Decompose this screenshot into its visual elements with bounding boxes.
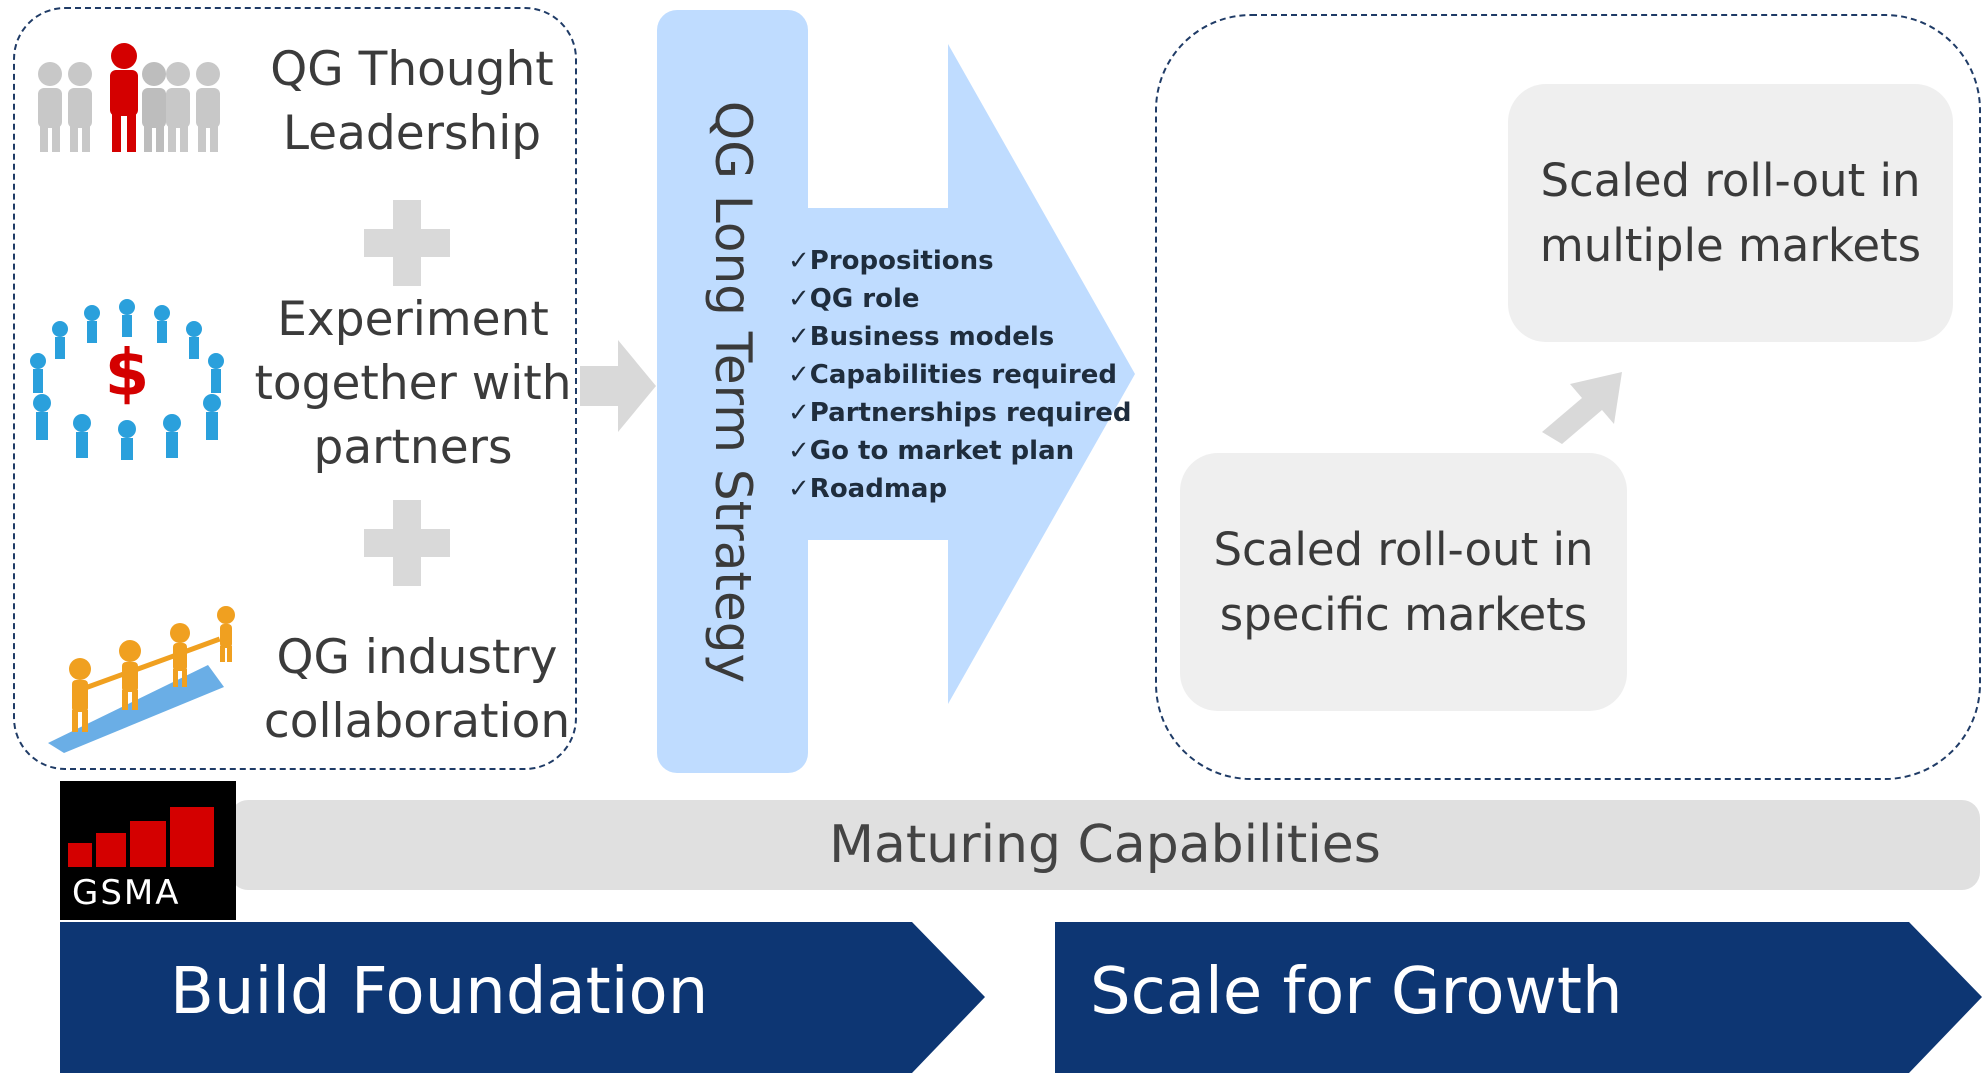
label-line: Leadership — [282, 106, 542, 161]
maturing-capabilities-label: Maturing Capabilities — [829, 815, 1381, 875]
leadership-people-icon — [38, 43, 220, 152]
scale-for-growth-arrow — [1055, 922, 1982, 1073]
checklist-item: ✓Capabilities required — [788, 356, 1132, 394]
checklist-item-label: Partnerships required — [809, 398, 1132, 428]
people-circle-dollar-icon: $ — [30, 299, 224, 460]
grey-arrow-right-icon — [580, 340, 656, 432]
check-icon: ✓ — [788, 360, 810, 390]
checklist-item-label: Business models — [809, 322, 1055, 352]
label-line: together with — [254, 356, 572, 411]
plus-icon — [364, 500, 450, 586]
specific-markets-box: Scaled roll-out in specific markets — [1180, 453, 1627, 711]
scale-for-growth-label: Scale for Growth — [1090, 955, 1623, 1029]
grey-arrow-up-right-icon — [1542, 372, 1622, 444]
checklist-item-label: QG role — [809, 284, 920, 314]
svg-text:GSMA: GSMA — [72, 873, 181, 913]
check-icon: ✓ — [788, 284, 810, 314]
scale-group — [1155, 14, 1981, 780]
check-icon: ✓ — [788, 322, 810, 352]
strategy-title: QG Long Term Strategy — [657, 10, 808, 773]
experiment-label: Experiment together with partners — [248, 288, 578, 480]
box-line: multiple markets — [1539, 219, 1922, 272]
check-icon: ✓ — [788, 246, 810, 276]
checklist-item: ✓Propositions — [788, 242, 1132, 280]
industry-collaboration-label: QG industry collaboration — [262, 626, 572, 754]
label-line: QG Thought — [270, 42, 554, 97]
checklist-item: ✓Go to market plan — [788, 432, 1132, 470]
label-line: collaboration — [263, 694, 571, 749]
check-icon: ✓ — [788, 474, 810, 504]
check-icon: ✓ — [788, 436, 810, 466]
checklist-item: ✓QG role — [788, 280, 1132, 318]
gsma-logo: GSMA — [60, 781, 236, 920]
plus-icon — [364, 200, 450, 286]
box-line: Scaled roll-out in — [1213, 523, 1594, 576]
label-line: QG industry — [276, 630, 558, 685]
gsma-logo-mark: GSMA — [68, 807, 214, 913]
strategy-bar — [657, 10, 808, 773]
checklist-item-label: Capabilities required — [809, 360, 1117, 390]
check-icon: ✓ — [788, 398, 810, 428]
thought-leadership-label: QG Thought Leadership — [262, 38, 562, 166]
checklist-item-label: Propositions — [809, 246, 994, 276]
checklist-item: ✓Partnerships required — [788, 394, 1132, 432]
multiple-markets-box: Scaled roll-out in multiple markets — [1508, 84, 1953, 342]
label-line: partners — [313, 420, 513, 475]
strategy-title-text: QG Long Term Strategy — [703, 100, 762, 683]
build-foundation-label: Build Foundation — [170, 955, 709, 1029]
build-foundation-arrow — [60, 922, 985, 1073]
strategy-arrow-shape — [808, 44, 1135, 704]
checklist-item: ✓Roadmap — [788, 470, 1132, 508]
checklist-item-label: Go to market plan — [809, 436, 1075, 466]
puzzle-people-icon — [48, 606, 235, 753]
maturing-capabilities-bar: Maturing Capabilities — [230, 800, 1980, 890]
svg-text:$: $ — [105, 337, 150, 411]
box-line: specific markets — [1219, 588, 1588, 641]
checklist-item-label: Roadmap — [809, 474, 948, 504]
label-line: Experiment — [277, 292, 549, 347]
foundation-group — [13, 7, 577, 770]
checklist-item: ✓Business models — [788, 318, 1132, 356]
box-line: Scaled roll-out in — [1540, 154, 1921, 207]
strategy-checklist: ✓Propositions ✓QG role ✓Business models … — [788, 242, 1132, 508]
